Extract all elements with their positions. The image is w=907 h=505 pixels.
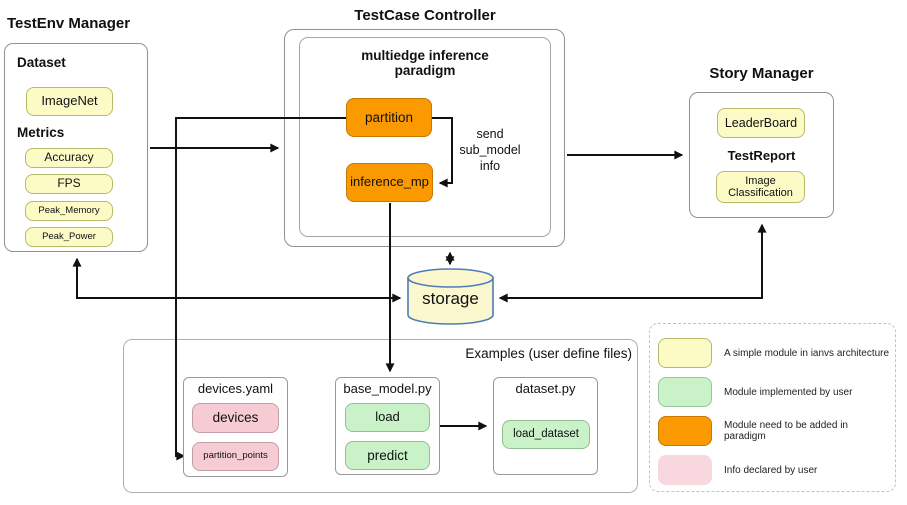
leaderboard-node: LeaderBoard — [717, 108, 805, 138]
legend-swatch-green — [658, 377, 712, 407]
storage-label: storage — [422, 289, 479, 308]
legend-swatch-pink — [658, 455, 712, 485]
peak-memory-node: Peak_Memory — [25, 201, 113, 221]
edge-label-send-sub-model-info: send sub_model info — [452, 126, 528, 174]
legend-label: A simple module in ianvs architecture — [724, 347, 890, 359]
legend-item: A simple module in ianvs architecture — [658, 338, 890, 368]
dataset-heading: Dataset — [17, 55, 66, 70]
testreport-heading: TestReport — [727, 148, 796, 163]
edge-label-line-1: send — [476, 127, 504, 141]
partition-node: partition — [346, 98, 432, 137]
predict-node: predict — [345, 441, 430, 470]
partition-points-node: partition_points — [192, 442, 279, 471]
examples-heading: Examples (user define files) — [465, 346, 632, 361]
legend-label: Module implemented by user — [724, 386, 853, 398]
devices-yaml-title: devices.yaml — [197, 381, 274, 396]
base-model-title: base_model.py — [343, 381, 432, 396]
load-dataset-node: load_dataset — [502, 420, 590, 449]
arrow-testenv-storage-bidirectional — [72, 257, 402, 303]
dataset-py-title: dataset.py — [515, 381, 576, 396]
edge-label-line-3: info — [479, 159, 501, 173]
legend-item: Info declared by user — [658, 455, 890, 485]
accuracy-node: Accuracy — [25, 148, 113, 168]
legend-swatch-yellow — [658, 338, 712, 368]
fps-node: FPS — [25, 174, 113, 194]
image-classification-node: Image Classification — [716, 171, 805, 203]
paradigm-heading: multiedge inference paradigm — [361, 48, 489, 78]
testenv-manager-title: TestEnv Manager — [7, 15, 131, 32]
inference-mp-node: inference_mp — [346, 163, 433, 202]
peak-power-node: Peak_Power — [25, 227, 113, 247]
metrics-heading: Metrics — [17, 125, 65, 140]
legend-swatch-orange — [658, 416, 712, 446]
load-node: load — [345, 403, 430, 432]
legend-label: Module need to be added in paradigm — [724, 420, 848, 442]
testcase-controller-title: TestCase Controller — [354, 7, 496, 24]
edge-label-line-2: sub_model — [459, 143, 521, 157]
legend-item: Module need to be added in paradigm — [658, 416, 890, 446]
legend-label: Info declared by user — [724, 464, 818, 476]
legend-item: Module implemented by user — [658, 377, 890, 407]
story-manager-title: Story Manager — [709, 65, 814, 82]
imagenet-node: ImageNet — [26, 87, 113, 116]
devices-node: devices — [192, 403, 279, 433]
